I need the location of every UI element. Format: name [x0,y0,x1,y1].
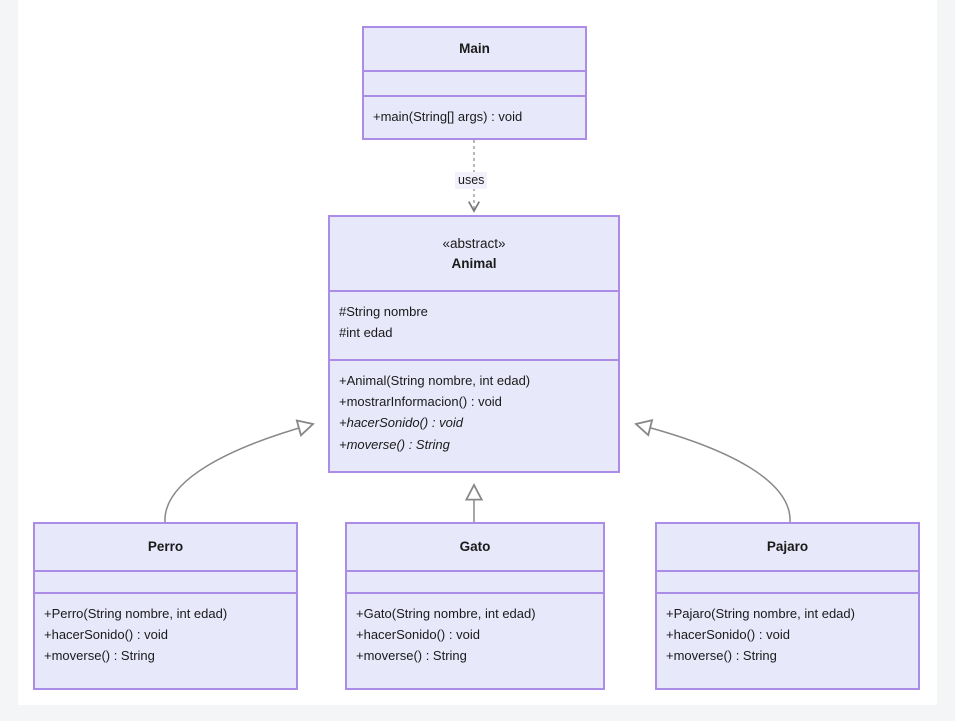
class-header-pajaro: Pajaro [657,524,918,570]
class-member: +mostrarInformacion() : void [339,394,502,410]
class-member: #int edad [339,325,393,341]
class-header-perro: Perro [35,524,296,570]
class-header-main: Main [364,28,585,70]
class-member: +moverse() : String [44,648,155,664]
class-methods-perro: +Perro(String nombre, int edad) +hacerSo… [35,592,296,688]
class-member: +hacerSonido() : void [356,627,480,643]
class-attributes-animal: #String nombre #int edad [330,290,618,359]
class-name-pajaro: Pajaro [766,539,809,555]
connector-label-uses: uses [455,172,488,189]
class-member: +hacerSonido() : void [44,627,168,643]
uml-class-pajaro[interactable]: Pajaro +Pajaro(String nombre, int edad) … [655,522,920,690]
class-attributes-perro [35,570,296,592]
class-methods-gato: +Gato(String nombre, int edad) +hacerSon… [347,592,603,688]
class-member: +main(String[] args) : void [373,109,523,124]
class-header-animal: «abstract» Animal [330,217,618,290]
uml-class-main[interactable]: Main +main(String[] args) : void [362,26,587,140]
class-member: +Pajaro(String nombre, int edad) [666,606,855,621]
class-member: +Perro(String nombre, int edad) [44,606,228,621]
class-member: +moverse() : String [356,648,467,664]
uml-class-gato[interactable]: Gato +Gato(String nombre, int edad) +hac… [345,522,605,690]
class-methods-pajaro: +Pajaro(String nombre, int edad) +hacerS… [657,592,918,688]
class-header-gato: Gato [347,524,603,570]
class-name-perro: Perro [147,539,184,555]
uml-class-animal[interactable]: «abstract» Animal #String nombre #int ed… [328,215,620,473]
class-attributes-pajaro [657,570,918,592]
class-member: +moverse() : String [339,436,450,452]
class-attributes-gato [347,570,603,592]
class-methods-animal: +Animal(String nombre, int edad) +mostra… [330,359,618,471]
class-member: +Animal(String nombre, int edad) [339,373,531,388]
class-name-gato: Gato [459,539,491,555]
class-member: +Gato(String nombre, int edad) [356,606,536,621]
class-member: +hacerSonido() : void [339,415,463,431]
uml-class-perro[interactable]: Perro +Perro(String nombre, int edad) +h… [33,522,298,690]
class-methods-main: +main(String[] args) : void [364,95,585,138]
class-member: #String nombre [339,304,428,319]
class-name-main: Main [459,41,490,57]
class-name-animal: Animal [451,255,497,271]
class-attributes-main [364,70,585,95]
class-member: +hacerSonido() : void [666,627,790,643]
class-stereotype-animal: «abstract» [442,235,506,251]
class-member: +moverse() : String [666,648,777,664]
